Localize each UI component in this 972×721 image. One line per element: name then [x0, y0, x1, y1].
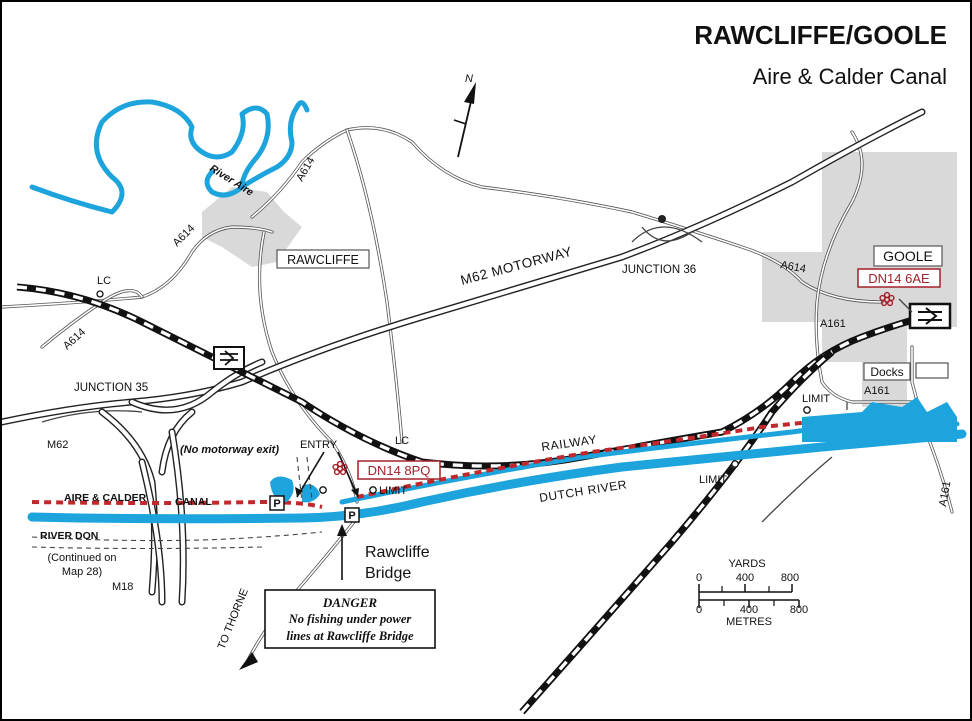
scale-m0: 0	[696, 604, 702, 616]
road-label-a161-3: A161	[937, 480, 953, 507]
limit-post-mid	[731, 460, 739, 468]
entry-label: ENTRY	[300, 439, 338, 451]
scale-y0: 0	[696, 572, 702, 584]
to-thorne-label: TO THORNE	[216, 587, 251, 651]
road-label-m62: M62	[47, 439, 68, 451]
scale-m400: 400	[740, 604, 758, 616]
continued-label: (Continued on	[47, 552, 116, 564]
rawcliffe-bridge-label-2: Bridge	[365, 565, 411, 582]
rawcliffe-station-icon	[213, 346, 245, 370]
limit-label-goole: LIMIT	[802, 393, 830, 405]
road-label-junction35: JUNCTION 35	[74, 382, 148, 394]
postcode-box-goole	[857, 268, 941, 288]
road-label-a614-2: A614	[171, 222, 198, 249]
canal-label: CANAL	[175, 496, 212, 508]
goole-station-icon	[908, 302, 952, 330]
road-lc-east	[345, 128, 404, 444]
no-motorway-exit-label: (No motorway exit)	[180, 444, 279, 456]
scale-yards-label: YARDS	[728, 558, 765, 570]
place-rawcliffe: RAWCLIFFE	[287, 253, 359, 267]
limit-post-goole	[803, 406, 811, 414]
limit-label-mid: LIMIT	[699, 474, 727, 486]
scale-y800: 800	[781, 572, 799, 584]
road-label-a161-1: A161	[820, 318, 846, 330]
road-label-a161-2: A161	[864, 385, 890, 397]
scale-y400: 400	[736, 572, 754, 584]
road-label-m18: M18	[112, 581, 133, 593]
place-docks: Docks	[870, 365, 903, 379]
entry-arrow-left	[296, 451, 325, 498]
scale-bar	[698, 584, 800, 608]
map-title: RAWCLIFFE/GOOLE	[694, 20, 947, 50]
rawcliffe-bridge-label: Rawcliffe	[365, 544, 430, 561]
railway-branch	[519, 349, 835, 715]
lc-label-east: LC	[395, 435, 409, 447]
dutch-river	[27, 429, 967, 524]
danger-line1: No fishing under power	[288, 612, 412, 626]
river-aire	[29, 99, 271, 215]
goole-docks	[802, 397, 957, 442]
scale-metres-label: METRES	[726, 616, 772, 628]
danger-heading: DANGER	[322, 595, 378, 610]
north-arrow-icon	[453, 82, 476, 158]
road-label-m62-motorway: M62 MOTORWAY	[459, 244, 574, 288]
danger-notice: DANGER No fishing under power lines at R…	[264, 589, 436, 649]
lc-label-west: LC	[97, 275, 111, 287]
north-label: N	[465, 73, 473, 85]
limit-post-rawcliffe	[369, 486, 377, 494]
danger-line2: lines at Rawcliffe Bridge	[286, 629, 414, 643]
road-label-junction36: JUNCTION 36	[622, 264, 696, 276]
postcode-flower-icon-rawcliffe	[332, 460, 348, 476]
to-thorne-arrow	[239, 652, 258, 670]
postcode-goole: DN14 6AE	[868, 271, 930, 286]
continued-label-2: Map 28)	[62, 566, 102, 578]
postcode-flower-icon-goole	[879, 291, 895, 307]
svg-text:P: P	[273, 498, 280, 510]
parking-icon-canal: P	[269, 495, 285, 511]
postcode-rawcliffe: DN14 8PQ	[368, 463, 431, 478]
place-goole: GOOLE	[883, 248, 933, 264]
limit-label-rawcliffe: LIMIT	[379, 485, 407, 497]
map-subtitle: Aire & Calder Canal	[753, 64, 947, 89]
aire-calder-label: AIRE & CALDER	[64, 492, 147, 504]
postcode-box-rawcliffe	[357, 460, 441, 480]
scale-m800: 800	[790, 604, 808, 616]
svg-text:P: P	[348, 510, 355, 522]
parking-icon-bridge: P	[344, 507, 360, 523]
railway-label: RAILWAY	[540, 432, 597, 454]
river-don-label: RIVER DON	[40, 530, 98, 542]
road-label-a614-4: A614	[779, 259, 806, 275]
